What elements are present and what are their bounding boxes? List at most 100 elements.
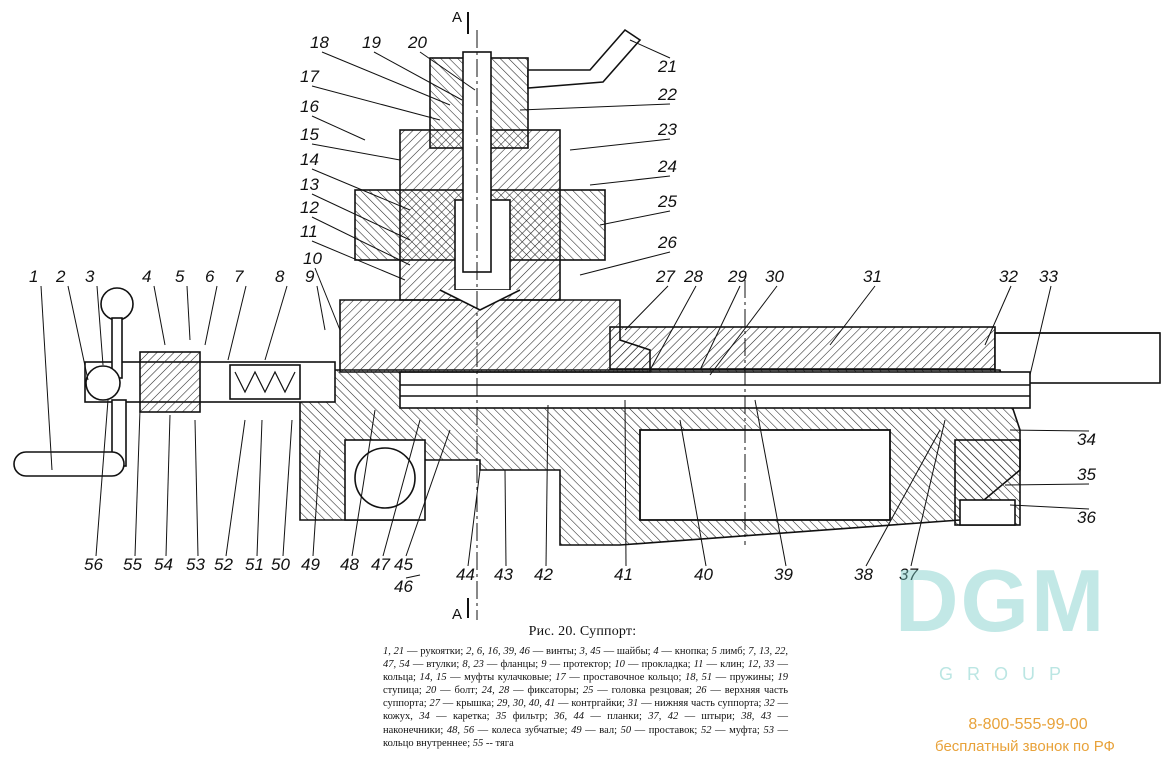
callout-leader-42 [545, 404, 549, 567]
legend-text: — проставочное кольцо; [565, 672, 685, 684]
callout-leader-4 [153, 285, 166, 346]
legend-numbers: 50 [620, 724, 632, 736]
legend-text: — каретка; [429, 711, 496, 723]
callout-leader-11 [311, 240, 406, 281]
callout-label-29: 29 [727, 267, 747, 286]
legend-text: — кнопка; [658, 646, 712, 657]
legend-text: — колеса зубчатые; [474, 724, 572, 736]
legend-numbers: 1, 21 [383, 646, 405, 657]
callout-leader-17 [311, 85, 441, 121]
callout-label-21: 21 [657, 57, 677, 76]
contact-note: бесплатный звонок по РФ [935, 738, 1115, 755]
figure-legend: 1, 21 — рукоятки; 2, 6, 16, 39, 46 — вин… [383, 645, 788, 750]
callout-leader-30 [709, 285, 778, 376]
callout-leader-3 [96, 285, 104, 366]
section-mark-bottom: A [452, 606, 462, 620]
legend-text: — верхняя часть суппорта; [383, 685, 789, 710]
callout-leader-55 [134, 409, 141, 557]
callout-label-31: 31 [863, 267, 882, 286]
legend-text: — болт; [436, 685, 482, 697]
legend-numbers: 55 [472, 737, 484, 749]
callout-label-32: 32 [999, 267, 1018, 286]
legend-numbers: 19 [777, 672, 789, 684]
legend-numbers: 11 [693, 659, 704, 671]
callout-label-48: 48 [340, 555, 359, 574]
callout-leader-21 [629, 39, 671, 59]
callout-label-7: 7 [234, 267, 244, 286]
callout-label-18: 18 [310, 33, 329, 52]
legend-text: фильтр; [506, 711, 555, 723]
legend-text: — проставок; [631, 724, 701, 736]
callout-label-23: 23 [657, 120, 677, 139]
callout-label-30: 30 [765, 267, 784, 286]
callout-label-49: 49 [301, 555, 320, 574]
callout-label-9: 9 [305, 267, 315, 286]
callout-label-19: 19 [362, 33, 381, 52]
legend-text: — муфты кулачковые; [446, 672, 556, 684]
legend-numbers: 29, 30, 40, 41 [496, 698, 556, 710]
callout-label-20: 20 [407, 33, 427, 52]
legend-text: — втулки; [409, 659, 463, 671]
callout-leader-22 [519, 103, 671, 111]
legend-numbers: 7, 13, 22, 47, 54 [383, 646, 789, 671]
callout-label-54: 54 [154, 555, 173, 574]
callout-label-34: 34 [1077, 430, 1096, 449]
watermark-subtitle: GROUP [939, 664, 1076, 684]
callout-leader-27 [624, 285, 669, 331]
legend-text: — контргайки; [555, 698, 628, 710]
legend-numbers: 10 [614, 659, 625, 671]
callout-label-26: 26 [657, 233, 677, 252]
legend-text: -- тяга [483, 737, 514, 749]
callout-leader-26 [579, 251, 671, 276]
callout-label-1: 1 [29, 267, 38, 286]
legend-numbers: 53 [763, 724, 774, 736]
legend-numbers: 9 [541, 659, 547, 671]
callout-leader-38 [865, 429, 941, 567]
callout-leader-5 [186, 285, 191, 341]
callout-leader-1 [40, 285, 53, 471]
legend-numbers: 4 [653, 646, 659, 657]
callout-leader-8 [264, 285, 288, 361]
callout-label-55: 55 [123, 555, 142, 574]
legend-numbers: 25 [582, 685, 594, 697]
callout-label-3: 3 [85, 267, 95, 286]
callout-leader-34 [1009, 429, 1090, 432]
callout-label-51: 51 [245, 555, 264, 574]
callout-label-50: 50 [271, 555, 290, 574]
legend-text: — крышка; [439, 698, 497, 710]
callout-label-28: 28 [683, 267, 703, 286]
legend-numbers: 5 [711, 646, 717, 657]
legend-text: — нижняя часть суппорта; [638, 698, 765, 710]
legend-numbers: 17 [555, 672, 566, 684]
legend-text: — фиксаторы; [509, 685, 583, 697]
legend-text: — головка резцовая; [593, 685, 696, 697]
callout-label-6: 6 [205, 267, 215, 286]
callout-leader-28 [649, 285, 697, 371]
callout-label-47: 47 [371, 555, 390, 574]
callout-leader-35 [1004, 483, 1090, 486]
legend-numbers: 35 [495, 711, 507, 723]
legend-text: — муфта; [711, 724, 764, 736]
legend-text: ступица; [383, 685, 426, 697]
legend-text: — прокладка; [624, 659, 694, 671]
legend-numbers: 8, 23 [462, 659, 484, 671]
legend-text: — протектор; [546, 659, 615, 671]
callout-leader-52 [225, 419, 246, 557]
legend-text: — кольца; [383, 659, 789, 684]
callout-leader-24 [589, 175, 671, 186]
callout-label-46: 46 [394, 577, 413, 596]
legend-numbers: 48, 56 [446, 724, 475, 736]
callout-leader-13 [311, 193, 411, 241]
callout-label-56: 56 [84, 555, 103, 574]
contact-phone[interactable]: 8-800-555-99-00 [968, 716, 1088, 733]
callout-leader-6 [204, 285, 218, 346]
callout-leader-29 [699, 285, 741, 371]
callout-leader-10 [314, 267, 341, 331]
callout-leader-47 [382, 419, 421, 557]
callout-leader-39 [754, 399, 787, 567]
legend-text: — пружины; [712, 672, 778, 684]
callout-label-10: 10 [303, 249, 322, 268]
callout-leader-23 [569, 138, 671, 151]
callout-label-11: 11 [300, 222, 318, 241]
